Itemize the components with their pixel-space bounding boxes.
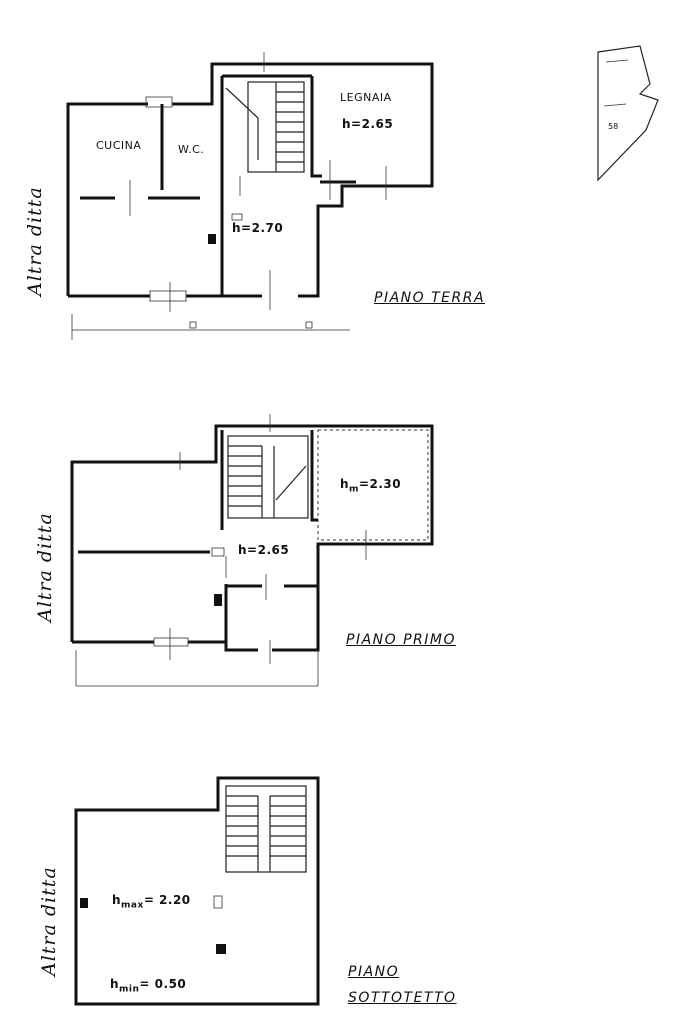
plan-title-attic-line2: SOTTOTETTO bbox=[348, 990, 457, 1006]
side-label-first: Altra ditta bbox=[34, 512, 56, 622]
ground-floor-plan bbox=[66, 52, 434, 340]
plan-title-attic-line1: PIANO bbox=[348, 964, 400, 980]
attic-floor-plan bbox=[74, 776, 320, 1006]
height-label-legnaia: h=2.65 bbox=[342, 117, 394, 131]
ground-chimney bbox=[208, 234, 216, 244]
first-chimney bbox=[214, 594, 222, 606]
first-storage-outline bbox=[317, 429, 429, 541]
attic-stairs bbox=[225, 785, 307, 873]
side-label-attic: Altra ditta bbox=[38, 866, 60, 976]
room-label-cucina: CUCINA bbox=[96, 139, 142, 152]
ground-stair-east-wall bbox=[310, 76, 322, 178]
ground-vent bbox=[231, 213, 243, 221]
inset-parcel-number: 58 bbox=[608, 122, 619, 131]
first-outer-wall bbox=[70, 424, 434, 652]
first-axis-marks bbox=[169, 414, 367, 664]
height-label-attic-min: hmin= 0.50 bbox=[110, 977, 187, 995]
height-label-ground: h=2.70 bbox=[232, 221, 284, 235]
height-label-attic-max: hmax= 2.20 bbox=[112, 893, 191, 911]
ground-window-south bbox=[149, 290, 187, 302]
ground-axis-marks bbox=[129, 52, 387, 312]
height-label-first-storage: hm=2.30 bbox=[340, 477, 402, 495]
attic-chimney bbox=[80, 898, 88, 908]
first-bath-walls bbox=[224, 584, 318, 642]
attic-vent bbox=[216, 944, 226, 954]
first-floor-plan bbox=[70, 414, 434, 687]
height-label-first: h=2.65 bbox=[238, 543, 290, 557]
ground-stairs bbox=[225, 81, 305, 173]
room-label-legnaia: LEGNAIA bbox=[340, 91, 392, 104]
attic-outer-wall bbox=[74, 776, 320, 1006]
ground-window-north bbox=[145, 96, 173, 108]
side-label-ground: Altra ditta bbox=[24, 186, 46, 296]
first-stair-east-wall bbox=[310, 430, 318, 522]
ground-base-line bbox=[71, 314, 350, 340]
first-balcony-line bbox=[75, 650, 319, 687]
plan-title-ground: PIANO TERRA bbox=[374, 290, 486, 306]
ground-north-east-wall bbox=[172, 62, 434, 298]
room-label-wc: W.C. bbox=[178, 143, 205, 156]
first-south-wall bbox=[72, 640, 258, 652]
ground-west-wall bbox=[66, 102, 148, 296]
plan-title-first: PIANO PRIMO bbox=[346, 632, 456, 648]
site-inset bbox=[597, 45, 659, 182]
first-stairs bbox=[227, 435, 309, 519]
